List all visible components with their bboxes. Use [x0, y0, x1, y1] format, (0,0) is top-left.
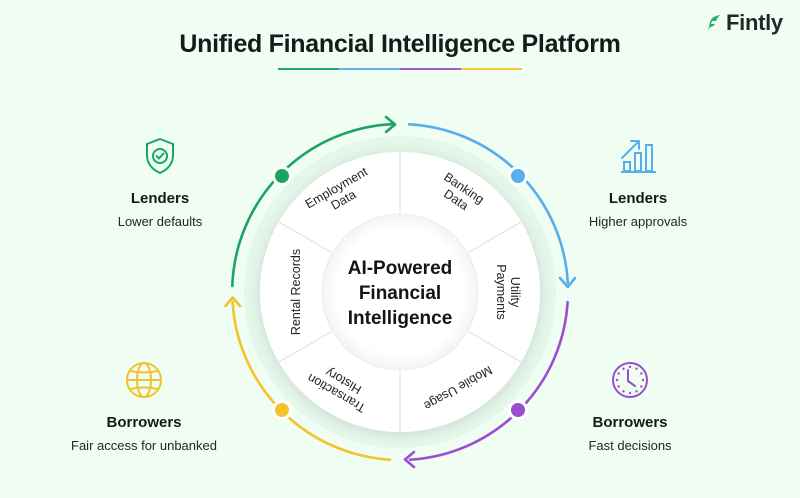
- arrowhead-blue: [558, 276, 577, 289]
- segment-rental-records: Rental Records: [289, 242, 303, 342]
- card-heading: Lenders: [130, 190, 190, 207]
- brand-name: Fintly: [726, 10, 783, 35]
- arrowhead-purple: [403, 450, 416, 469]
- globe-icon: [54, 360, 234, 404]
- segment-label-line: Payments: [494, 264, 508, 320]
- card-borrowers-fast-decisions: Borrowers Fast decisions: [540, 360, 720, 453]
- arrowhead-green: [384, 115, 397, 134]
- segment-label-line: Rental Records: [289, 248, 303, 336]
- clock-icon: [540, 360, 720, 404]
- bar-chart-growth-icon: [548, 136, 728, 180]
- fintly-leaf-logo-icon: [708, 15, 720, 31]
- page-title: Unified Financial Intelligence Platform: [179, 30, 621, 58]
- node-dot-green: [272, 166, 292, 186]
- segment-label-line: Utility: [508, 276, 522, 308]
- center-line-2: Financial: [358, 283, 442, 304]
- card-subtext: Lower defaults: [117, 214, 203, 229]
- card-borrowers-fair-access: Borrowers Fair access for unbanked: [54, 360, 234, 453]
- card-heading: Lenders: [608, 190, 668, 207]
- node-dot-yellow: [272, 400, 292, 420]
- node-dot-purple: [508, 400, 528, 420]
- title-underline: [278, 68, 522, 70]
- segment-utility-payments: Utility Payments: [494, 242, 522, 342]
- card-lenders-higher-approvals: Lenders Higher approvals: [548, 136, 728, 229]
- card-subtext: Fair access for unbanked: [71, 438, 217, 453]
- card-subtext: Higher approvals: [588, 214, 688, 229]
- node-dot-blue: [508, 166, 528, 186]
- center-hub: [321, 213, 479, 371]
- center-line-1: AI-Powered: [347, 258, 453, 279]
- card-subtext: Fast decisions: [588, 438, 672, 453]
- card-heading: Borrowers: [106, 414, 182, 431]
- arrowhead-yellow: [224, 296, 242, 308]
- segment-dividers: [278, 152, 522, 432]
- card-lenders-lower-defaults: Lenders Lower defaults: [70, 136, 250, 229]
- brand-logo: Fintly: [704, 8, 783, 38]
- card-heading: Borrowers: [592, 414, 668, 431]
- center-line-3: Intelligence: [347, 308, 453, 329]
- center-hub-label: AI-Powered Financial Intelligence: [322, 256, 478, 331]
- shield-check-icon: [70, 136, 250, 180]
